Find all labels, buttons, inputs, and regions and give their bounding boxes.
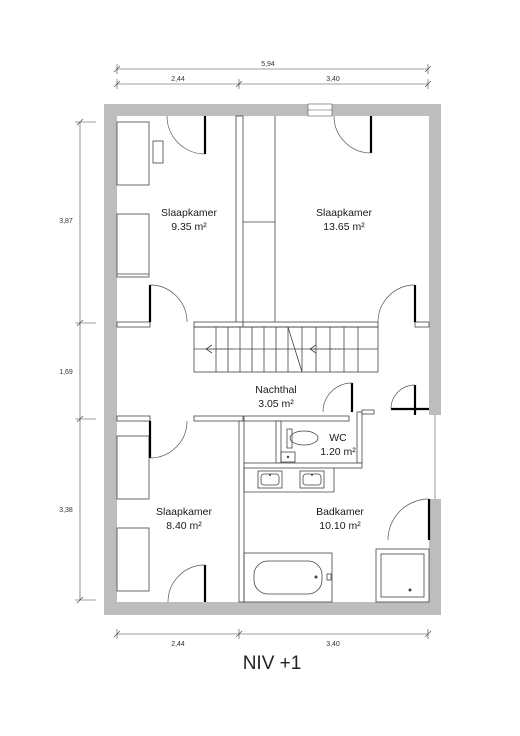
staircase: [193, 326, 379, 373]
stair-arrow-left: [205, 344, 234, 354]
dim-top-right: 3,40: [326, 76, 340, 83]
dim-bottom-left: 2,44: [171, 641, 185, 648]
door-bathroom: [387, 498, 431, 541]
interior-walls: [116, 115, 430, 603]
door-bedroom-2: [333, 115, 373, 154]
dim-left-bottom: 3,38: [59, 507, 73, 514]
room-label-bedroom-2: Slaapkamer 13.65 m²: [316, 207, 373, 233]
dimension-top: 5,94 2,44 3,40: [113, 61, 432, 89]
room-area: 3.05 m²: [258, 398, 294, 410]
room-label-wc: WC 1.20 m²: [320, 432, 356, 458]
dimension-bottom: 2,44 3,40: [113, 629, 432, 648]
door-bedroom-2-hall: [377, 284, 417, 323]
room-name: Slaapkamer: [156, 506, 213, 518]
dim-top-total: 5,94: [261, 61, 275, 68]
room-name: Slaapkamer: [161, 207, 218, 219]
dimension-left: 3,87 1,69 3,38: [59, 118, 96, 604]
bathtub: [243, 552, 333, 603]
shower-tray: [375, 548, 430, 603]
door-bedroom-3-hall: [148, 420, 188, 459]
door-wc: [322, 382, 354, 413]
room-label-bedroom-1: Slaapkamer 9.35 m²: [161, 207, 218, 233]
washbasins: [257, 470, 325, 489]
plan-title: NIV +1: [243, 653, 302, 674]
room-area: 1.20 m²: [320, 446, 356, 458]
room-area: 13.65 m²: [323, 221, 365, 233]
room-name: WC: [329, 432, 347, 444]
door-bedroom-1: [166, 115, 207, 155]
room-area: 10.10 m²: [319, 520, 361, 532]
stair-arrow-right: [309, 344, 340, 354]
furniture-bedroom-1: [116, 121, 164, 278]
room-name: Nachthal: [255, 384, 296, 396]
stair-treads-upper: [215, 327, 359, 349]
door-landing: [390, 384, 429, 415]
room-label-hall: Nachthal 3.05 m²: [255, 384, 296, 410]
toilet: [280, 428, 319, 463]
dim-left-mid: 1,69: [59, 369, 73, 376]
dim-left-top: 3,87: [59, 218, 73, 225]
outer-walls: [104, 103, 441, 615]
stair-treads-lower: [215, 349, 359, 372]
furniture-bedroom-3: [116, 435, 150, 592]
dim-top-left: 2,44: [171, 76, 185, 83]
room-name: Badkamer: [316, 506, 364, 518]
door-bedroom-3-exit: [167, 564, 207, 603]
room-area: 8.40 m²: [166, 520, 202, 532]
room-area: 9.35 m²: [171, 221, 207, 233]
room-label-bedroom-3: Slaapkamer 8.40 m²: [156, 506, 213, 532]
room-name: Slaapkamer: [316, 207, 373, 219]
dim-bottom-right: 3,40: [326, 641, 340, 648]
door-bedroom-1-hall: [148, 284, 188, 323]
room-label-bathroom: Badkamer 10.10 m²: [316, 506, 364, 532]
